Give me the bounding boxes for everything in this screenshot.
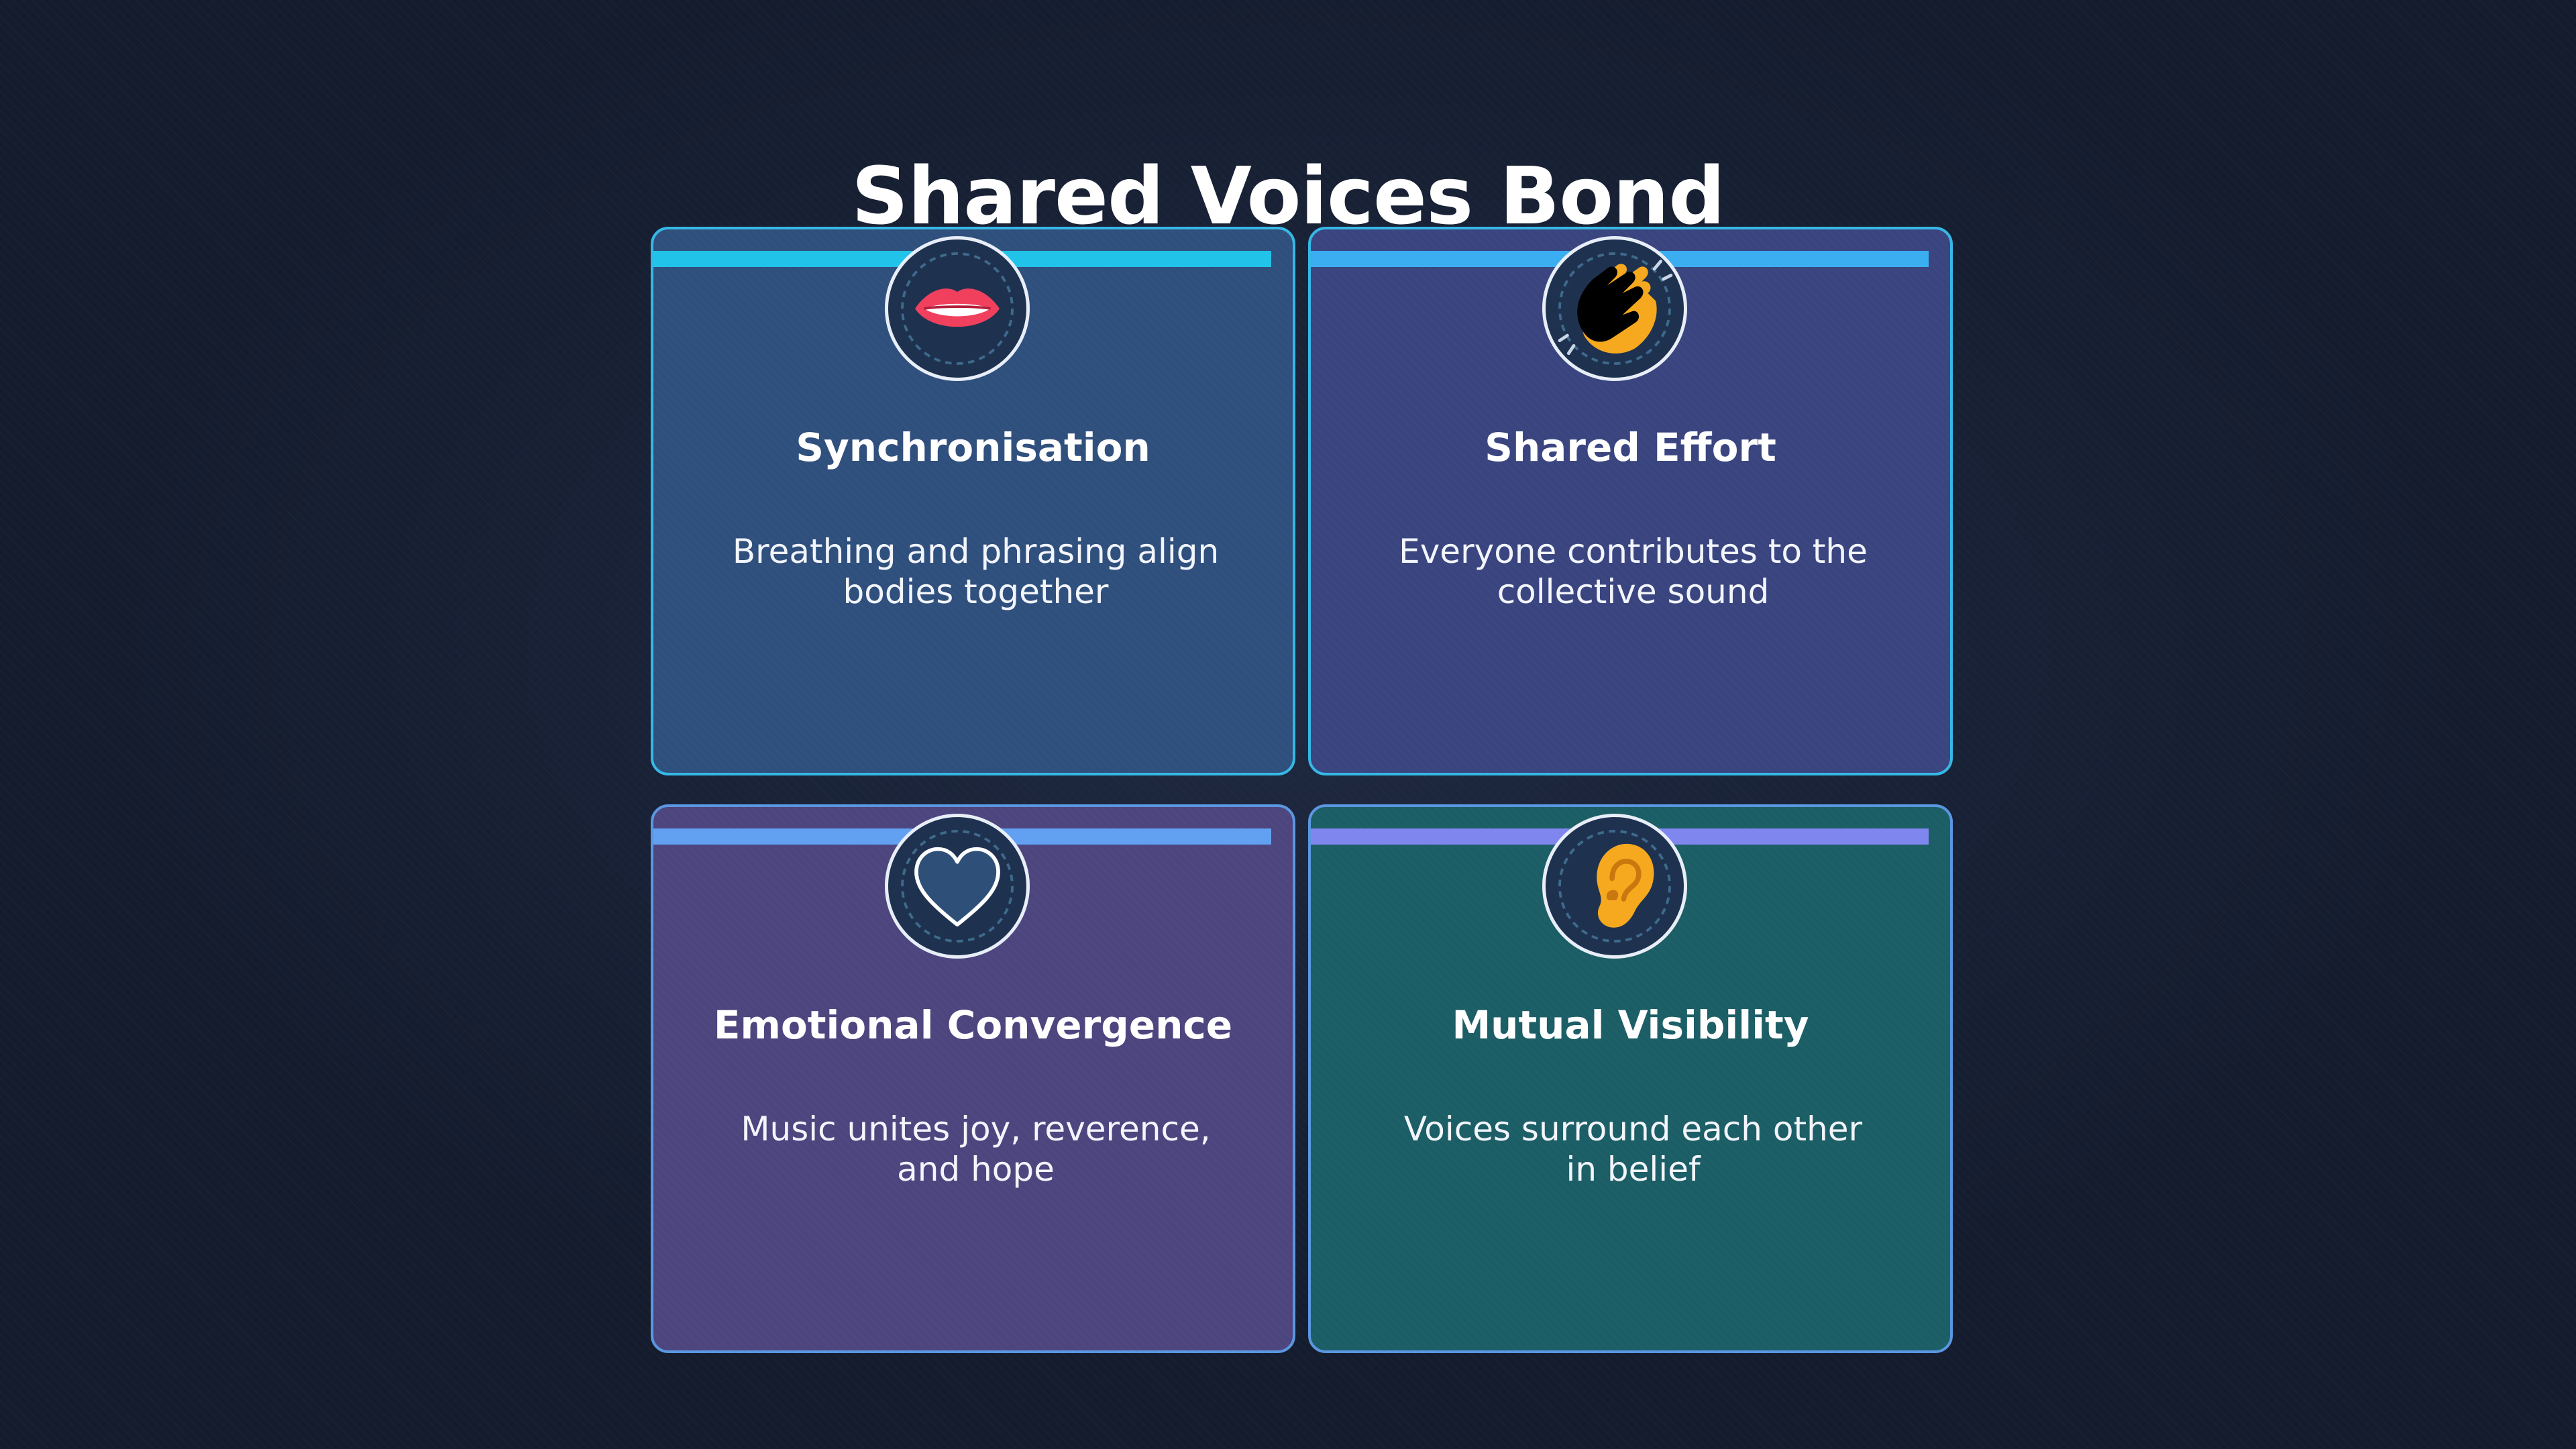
card-description-line: Voices surround each other	[1403, 1110, 1863, 1148]
card-description-line: Music unites joy, reverence,	[741, 1110, 1211, 1148]
card-synchronisation: Synchronisation Breathing and phrasing a…	[651, 227, 1295, 775]
card-description: Breathing and phrasing align bodies toge…	[707, 531, 1244, 612]
card-description: Everyone contributes to the collective s…	[1364, 531, 1902, 612]
card-description: Voices surround each other in belief	[1364, 1109, 1902, 1189]
card-description-line: Everyone contributes to the	[1399, 532, 1868, 571]
card-description-line: collective sound	[1497, 572, 1770, 611]
card-description-line: and hope	[897, 1150, 1055, 1189]
card-title: Emotional Convergence	[713, 1002, 1233, 1048]
card-description-line: in belief	[1566, 1150, 1701, 1189]
card-title: Shared Effort	[1485, 425, 1776, 470]
card-shared-effort: Shared Effort Everyone contributes to th…	[1308, 227, 1953, 775]
heart-icon	[885, 814, 1030, 959]
card-description-line: bodies together	[843, 572, 1109, 611]
card-description-line: Breathing and phrasing align	[732, 532, 1220, 571]
card-title: Synchronisation	[796, 425, 1150, 470]
ear-icon	[1542, 814, 1687, 959]
card-emotional-convergence: Emotional Convergence Music unites joy, …	[651, 804, 1295, 1353]
clapping-hands-icon	[1542, 236, 1687, 381]
card-title: Mutual Visibility	[1452, 1002, 1809, 1048]
card-description: Music unites joy, reverence, and hope	[707, 1109, 1244, 1189]
lips-icon	[885, 236, 1030, 381]
card-mutual-visibility: Mutual Visibility Voices surround each o…	[1308, 804, 1953, 1353]
